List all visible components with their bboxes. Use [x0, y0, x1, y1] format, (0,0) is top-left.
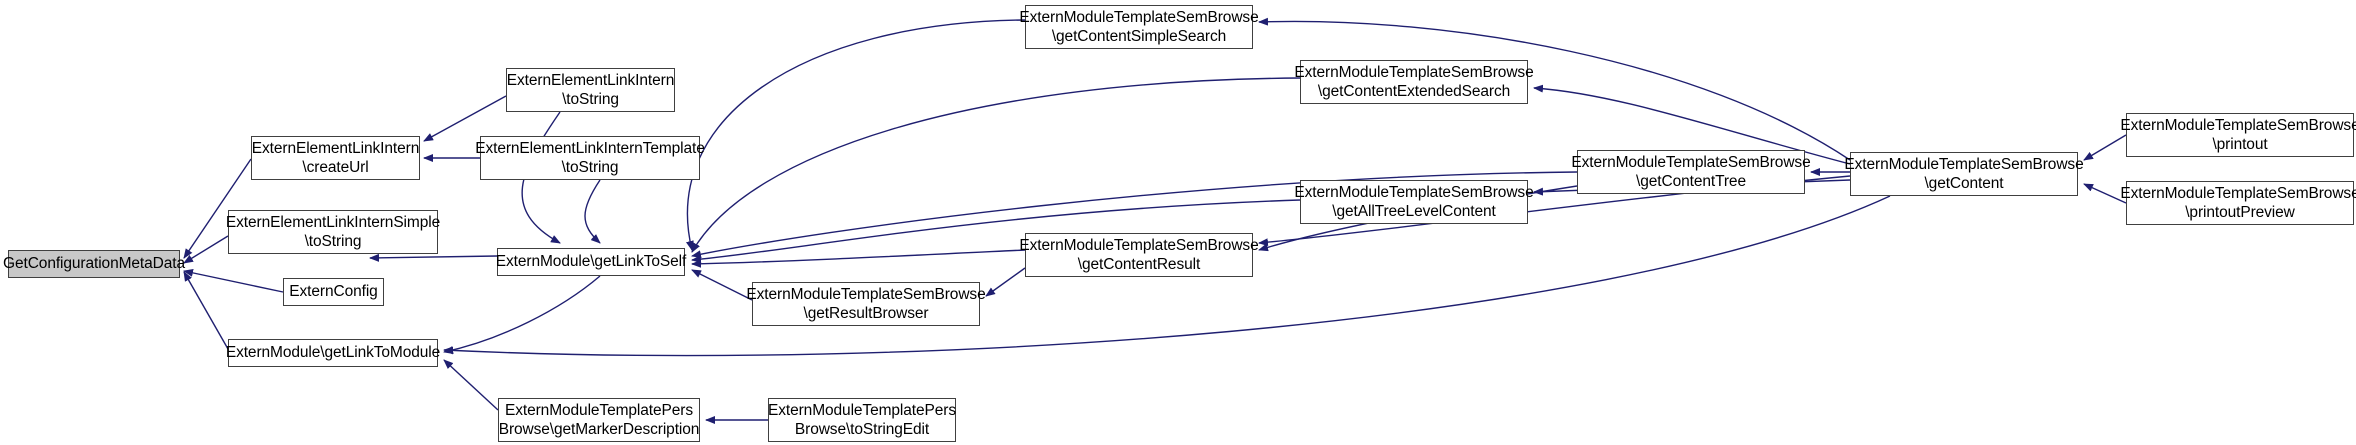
graph-edge	[183, 235, 229, 264]
graph-node[interactable]: ExternElementLinkIntern \createUrl	[251, 136, 420, 180]
graph-node[interactable]: ExternModuleTemplateSemBrowse \getConten…	[1019, 233, 1259, 277]
graph-node[interactable]: ExternModuleTemplateSemBrowse \getAllTre…	[1294, 180, 1534, 224]
graph-edge	[691, 249, 1026, 268]
graph-edge	[183, 268, 284, 293]
graph-node[interactable]: ExternModule\getLinkToSelf	[496, 248, 686, 276]
graph-edge	[691, 199, 1301, 264]
graph-node-label: ExternElementLinkIntern \createUrl	[251, 139, 420, 176]
graph-node-label: ExternModuleTemplateSemBrowse \getConten…	[1844, 155, 2084, 192]
graph-edge	[183, 158, 252, 259]
graph-node[interactable]: ExternModuleTemplatePers Browse\getMarke…	[498, 398, 700, 442]
graph-node[interactable]: ExternModuleTemplateSemBrowse \getResult…	[746, 282, 986, 326]
graph-node-label: ExternModuleTemplateSemBrowse \getConten…	[1019, 236, 1259, 273]
graph-node[interactable]: ExternElementLinkInternTemplate \toStrin…	[475, 136, 705, 180]
graph-node-label: ExternConfig	[289, 283, 378, 301]
graph-edge	[584, 179, 601, 244]
graph-edge	[691, 77, 1301, 253]
graph-node-label: GetConfigurationMetaData	[3, 255, 185, 273]
graph-edge	[443, 195, 1891, 357]
graph-node[interactable]: ExternModuleTemplateSemBrowse \getConten…	[1571, 150, 1811, 194]
graph-node[interactable]: ExternModuleTemplateSemBrowse \printoutP…	[2120, 181, 2356, 225]
graph-edge	[685, 19, 1026, 251]
graph-node[interactable]: ExternModuleTemplatePers Browse\toString…	[768, 398, 956, 442]
graph-edge	[691, 171, 1578, 259]
graph-node-label: ExternModuleTemplateSemBrowse \getConten…	[1294, 63, 1534, 100]
graph-node-label: ExternElementLinkInternSimple \toString	[225, 213, 441, 250]
graph-edge	[521, 111, 561, 244]
graph-node[interactable]: ExternConfig	[283, 278, 384, 306]
graph-node-label: ExternModuleTemplatePers Browse\toString…	[768, 401, 956, 438]
graph-node[interactable]: ExternModuleTemplateSemBrowse \getConten…	[1844, 152, 2084, 196]
graph-edge	[2083, 183, 2127, 204]
graph-node-label: ExternModuleTemplateSemBrowse \getAllTre…	[1294, 183, 1534, 220]
graph-edge	[369, 253, 498, 262]
graph-node-label: ExternModule\getLinkToModule	[225, 344, 441, 362]
graph-node[interactable]: ExternModuleTemplateSemBrowse \getConten…	[1294, 60, 1534, 104]
graph-node[interactable]: ExternModuleTemplateSemBrowse \getConten…	[1019, 5, 1259, 49]
graph-node[interactable]: ExternElementLinkIntern \toString	[506, 68, 675, 112]
graph-node-label: ExternModuleTemplateSemBrowse \getResult…	[746, 285, 986, 322]
graph-edge	[985, 267, 1026, 297]
graph-edge	[423, 95, 507, 142]
graph-edge	[183, 271, 229, 350]
graph-node[interactable]: ExternElementLinkInternSimple \toString	[226, 210, 440, 254]
graph-edge	[1258, 17, 1851, 161]
graph-node[interactable]: GetConfigurationMetaData	[3, 250, 185, 278]
graph-edge	[691, 269, 753, 301]
graph-node[interactable]: ExternModule\getLinkToModule	[226, 339, 440, 367]
graph-node-label: ExternModuleTemplateSemBrowse \getConten…	[1571, 153, 1811, 190]
edges-group	[183, 17, 2127, 424]
graph-node-label: ExternModuleTemplatePers Browse\getMarke…	[498, 401, 700, 438]
graph-node-label: ExternElementLinkInternTemplate \toStrin…	[475, 139, 705, 176]
graph-node-label: ExternElementLinkIntern \toString	[506, 71, 675, 108]
graph-node[interactable]: ExternModuleTemplateSemBrowse \printout	[2120, 113, 2356, 157]
graph-edge	[443, 359, 499, 411]
graph-node-label: ExternModule\getLinkToSelf	[495, 253, 687, 271]
graph-edge	[443, 275, 601, 355]
graph-node-label: ExternModuleTemplateSemBrowse \printout	[2120, 116, 2356, 153]
graph-edge	[2083, 134, 2127, 161]
graph-node-label: ExternModuleTemplateSemBrowse \printoutP…	[2120, 184, 2356, 221]
graph-node-label: ExternModuleTemplateSemBrowse \getConten…	[1019, 8, 1259, 45]
